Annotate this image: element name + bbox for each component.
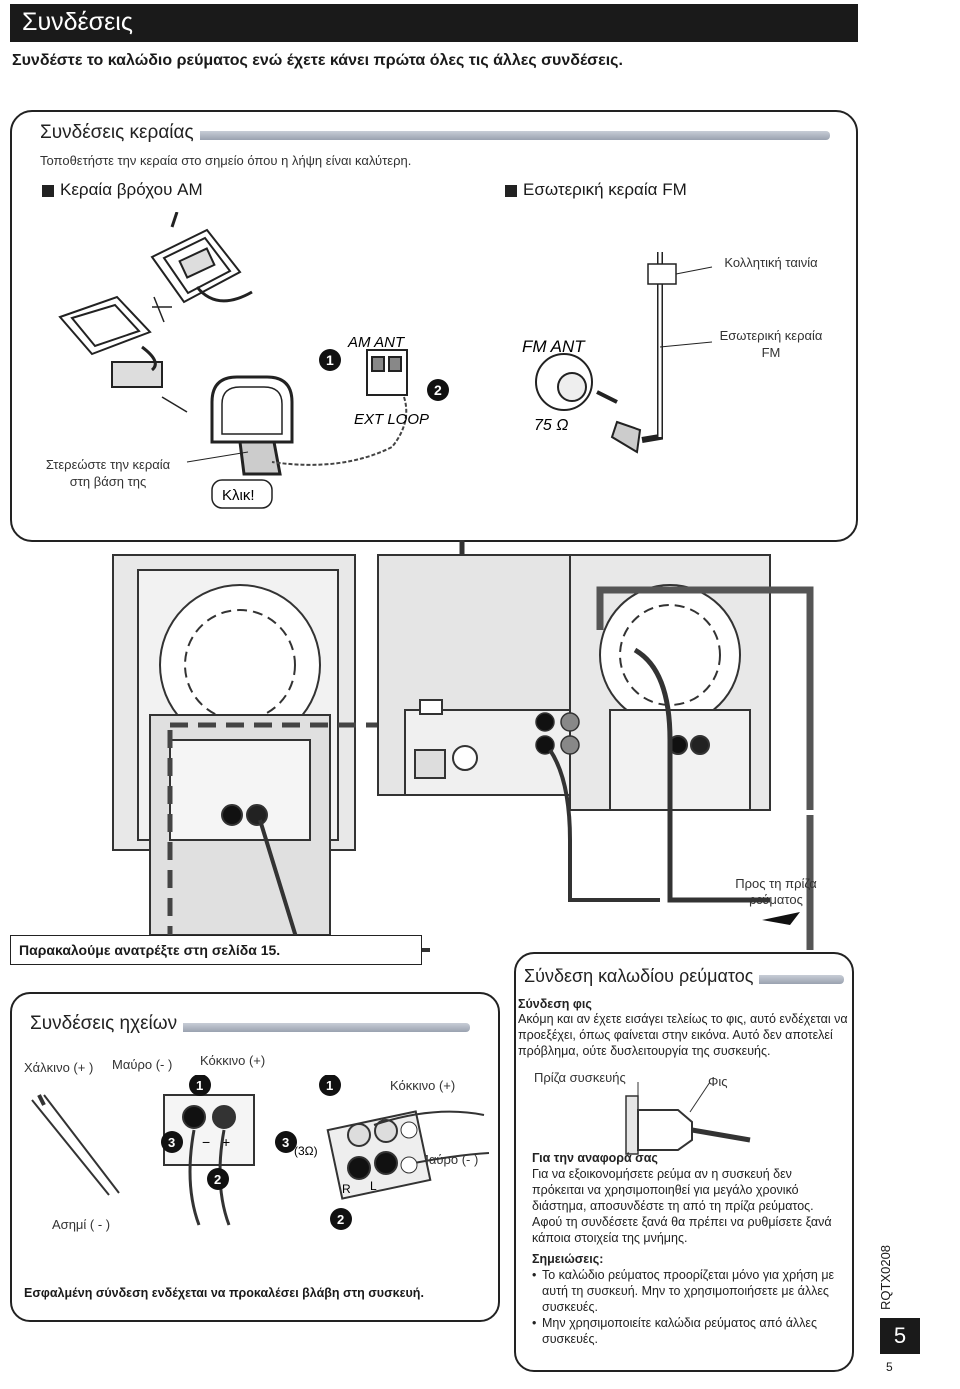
am-lead-wire	[271, 396, 408, 466]
list-item: •Μην χρησιμοποιείτε καλώδια ρεύματος από…	[532, 1316, 818, 1346]
left-speaker-back	[149, 714, 331, 936]
svg-text:2: 2	[214, 1172, 221, 1187]
power-section	[514, 952, 854, 1372]
am-ant-terminal	[366, 349, 408, 396]
silver-label: Ασημί ( - )	[52, 1217, 111, 1232]
plus-sign: +	[222, 1134, 230, 1150]
svg-text:1: 1	[196, 1078, 203, 1093]
am-loop-antenna-top	[150, 212, 242, 304]
page-number-small: 5	[886, 1360, 893, 1374]
plug-label: Φις	[708, 1074, 728, 1089]
push-arrow-icon	[596, 390, 618, 404]
svg-text:2: 2	[434, 382, 442, 398]
power-cable	[633, 647, 770, 903]
fm-antenna-label: Εσωτερική κεραία FM	[719, 328, 823, 360]
reference-heading: Για την αναφορά σας	[532, 1151, 658, 1165]
power-plug-illustration	[625, 1082, 751, 1155]
svg-text:2: 2	[337, 1212, 344, 1227]
fm-heading: Εσωτερική κεραία FM	[505, 180, 687, 200]
power-title: Σύνδεση καλωδίου ρεύματος	[524, 966, 760, 987]
plug-text: Ακόμη και αν έχετε εισάγει τελείως το φι…	[518, 1012, 848, 1058]
svg-text:3: 3	[282, 1135, 289, 1150]
step-2-badge	[207, 1168, 229, 1190]
plug-body	[637, 1109, 693, 1151]
rotate-arrow-icon	[141, 345, 157, 372]
r-label: R	[342, 1182, 351, 1196]
bullet-square-icon	[505, 184, 517, 197]
svg-text:1: 1	[326, 352, 334, 368]
minus-circle-icon	[400, 1156, 418, 1174]
antenna-section	[10, 110, 858, 542]
reference-text: Για να εξοικονομήσετε ρεύμα αν η συσκευή…	[532, 1167, 832, 1245]
antenna-title: Συνδέσεις κεραίας	[40, 122, 200, 144]
bullet-square-icon	[42, 184, 54, 197]
black-label: Μαύρο (- )	[112, 1057, 173, 1072]
page-number-badge: 5	[880, 1318, 920, 1354]
am-ant-label: AM ANT	[347, 334, 406, 351]
fm-plug	[610, 420, 642, 454]
note-box: Παρακαλούμε ανατρέξτε στη σελίδα 15.	[10, 935, 422, 965]
am-loop-antenna-middle	[58, 295, 163, 388]
intro-text: Συνδέστε το καλώδιο ρεύματος ενώ έχετε κ…	[12, 52, 623, 69]
click-bubble	[211, 479, 273, 509]
plug-heading: Σύνδεση φις	[518, 997, 592, 1011]
step-2-badge	[427, 379, 449, 401]
rotate-arrow-icon	[195, 286, 253, 303]
step-2-badge	[330, 1208, 352, 1230]
hollow-arrow-icon	[161, 396, 188, 413]
svg-text:1: 1	[326, 1078, 333, 1093]
secure-label: Στερεώστε την κεραία στη βάση της	[45, 457, 171, 489]
outlet-label: Προς τη πρίζα ρεύματος	[735, 876, 817, 907]
notes-list: •Το καλώδιο ρεύματος προορίζεται μόνο γι…	[532, 1267, 846, 1347]
copper-label: Χάλκινο (+ )	[24, 1060, 94, 1075]
appliance-socket	[625, 1095, 639, 1155]
red-label: Κόκκινο (+)	[200, 1053, 266, 1068]
power-cord	[691, 1127, 751, 1143]
tape-label: Κολλητική ταινία	[724, 255, 818, 270]
ohm-label: 75 Ω	[534, 417, 568, 434]
red-right-label: Κόκκινο (+)	[390, 1078, 456, 1093]
right-speaker	[569, 554, 771, 811]
antenna-illustration: AM ANT EXT LOOP 1 2 FM ANT 75 Ω Κλικ!	[58, 212, 713, 509]
main-unit	[377, 554, 576, 796]
page-header: Συνδέσεις	[10, 4, 858, 42]
notes-heading: Σημειώσεις:	[532, 1252, 604, 1266]
ext-loop-label: EXT LOOP	[354, 411, 429, 428]
system-illustration	[112, 540, 814, 960]
speaker-warning: Εσφαλμένη σύνδεση ενδέχεται να προκαλέσε…	[24, 1286, 424, 1300]
list-item: •Το καλώδιο ρεύματος προορίζεται μόνο γι…	[532, 1268, 835, 1314]
speaker-title-rule	[30, 1023, 470, 1032]
power-path	[596, 586, 814, 810]
antenna-title-rule	[40, 131, 830, 140]
am-heading: Κεραία βρόχου AM	[42, 180, 203, 200]
plus-circle-icon	[400, 1121, 418, 1139]
page-title: Συνδέσεις	[22, 8, 133, 36]
adhesive-tape	[647, 263, 677, 285]
am-loop-antenna-standing	[210, 375, 294, 476]
speaker-title: Συνδέσεις ηχείων	[30, 1013, 184, 1035]
unit-speaker-terminals	[535, 712, 580, 755]
ohm-label: (3Ω)	[294, 1144, 318, 1158]
speaker-wiring-illustration: − + 1 3 2 (3Ω) R L 1 3 2	[31, 1075, 490, 1230]
fm-ant-label: FM ANT	[522, 337, 586, 356]
speaker-cable-strands	[31, 1094, 120, 1196]
step-3-badge	[161, 1131, 183, 1153]
step-1-badge	[189, 1075, 211, 1096]
outlet-arrow-icon	[762, 912, 800, 925]
step-3-badge	[275, 1131, 297, 1153]
speaker-cable-right	[548, 748, 660, 902]
svg-text:3: 3	[168, 1135, 175, 1150]
step-1-badge	[319, 349, 341, 371]
l-label: L	[370, 1179, 377, 1193]
socket-label: Πρίζα συσκευής	[534, 1070, 626, 1085]
document-code: RQTX0208	[878, 1244, 893, 1310]
antenna-subtitle: Τοποθετήστε την κεραία στο σημείο όπου η…	[40, 153, 412, 168]
click-label: Κλικ!	[222, 487, 255, 504]
left-terminal-panel	[163, 1094, 255, 1166]
hollow-arrow-icon	[152, 296, 172, 323]
note-text: Παρακαλούμε ανατρέξτε στη σελίδα 15.	[19, 942, 281, 958]
minus-sign: −	[202, 1134, 210, 1150]
step-1-badge	[319, 1075, 341, 1096]
